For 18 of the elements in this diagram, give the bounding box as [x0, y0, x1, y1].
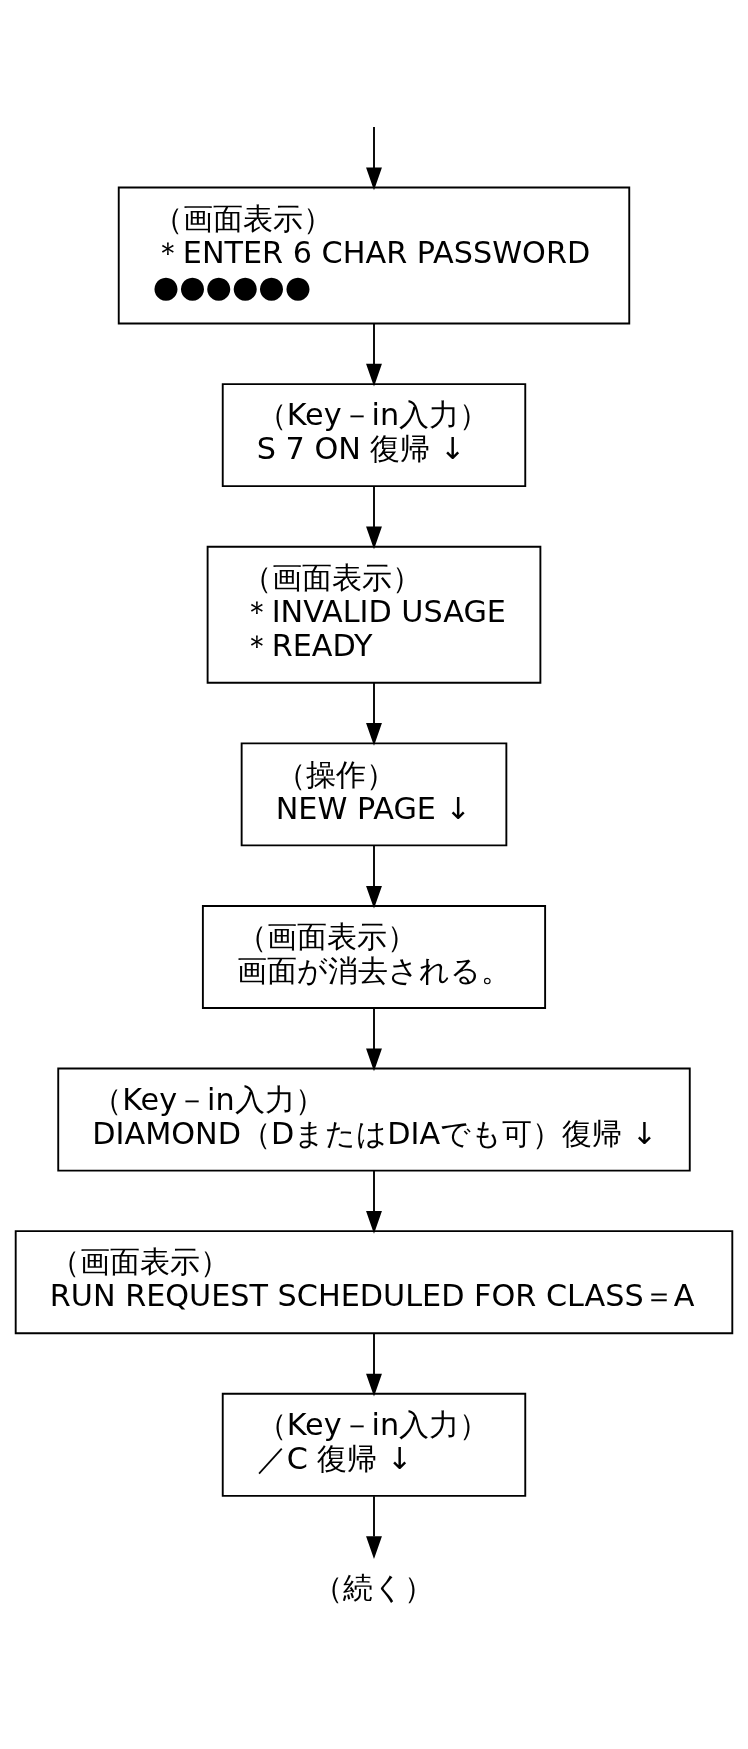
- node-box: （Key－in入力） S 7 ON 復帰 ↓: [221, 382, 527, 487]
- arrow: [366, 322, 382, 387]
- node-box: （Key－in入力） ／C 復帰 ↓: [221, 1392, 527, 1497]
- arrow: [366, 485, 382, 549]
- node-box: （操作） NEW PAGE ↓: [240, 741, 508, 846]
- arrow: [366, 844, 382, 909]
- node-text: （続く）: [313, 1569, 435, 1605]
- arrow: [366, 1494, 382, 1559]
- node-box: （Key－in入力） DIAMOND（DまたはDIAでも可）復帰 ↓: [57, 1067, 691, 1172]
- node-box: （画面表示） ＊ENTER 6 CHAR PASSWORD ●●●●●●: [117, 186, 631, 324]
- arrow: [366, 1006, 382, 1071]
- arrow: [366, 1169, 382, 1234]
- node-box: （画面表示） ＊INVALID USAGE ＊READY: [206, 545, 542, 684]
- node-box: （画面表示） RUN REQUEST SCHEDULED FOR CLASS＝A: [14, 1229, 734, 1334]
- node-box: （画面表示） 画面が消去される。: [201, 904, 547, 1009]
- arrow: [366, 125, 382, 190]
- arrow: [366, 1332, 382, 1396]
- arrow: [366, 681, 382, 746]
